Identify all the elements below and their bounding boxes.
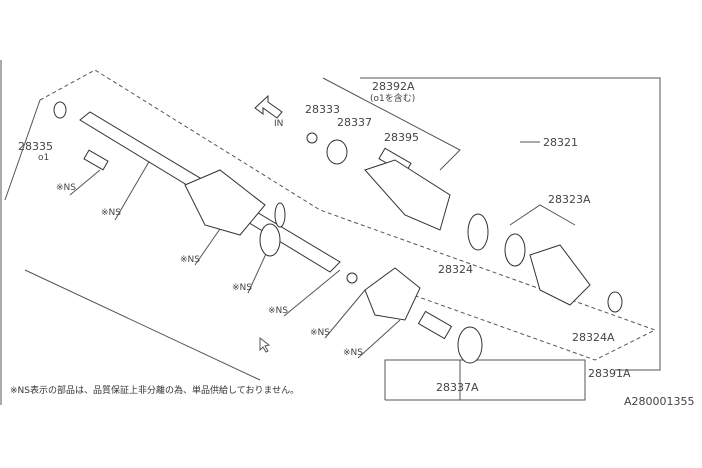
label-28391A: 28391A xyxy=(588,367,631,380)
washer-28337 xyxy=(326,139,348,165)
circlip-28335 xyxy=(53,101,67,119)
label-28395: 28395 xyxy=(384,131,419,144)
band-28324A xyxy=(607,291,623,313)
label-28337A: 28337A xyxy=(436,381,479,394)
outer-joint xyxy=(364,267,421,321)
washer-28337A xyxy=(457,326,483,364)
spline xyxy=(417,310,453,340)
diagram-id: A280001355 xyxy=(624,395,695,408)
label-28335: 28335 xyxy=(18,140,53,153)
label-28321: 28321 xyxy=(543,136,578,149)
band-28324 xyxy=(467,213,489,251)
label-28333: 28333 xyxy=(305,103,340,116)
footnote: ※NS表示の部品は、品質保証上非分離の為、単品供給しておりません。 xyxy=(10,384,299,396)
circlip-28333 xyxy=(306,132,318,144)
label-28324: 28324 xyxy=(438,263,473,276)
label-in: IN xyxy=(274,119,283,129)
assembly-outline xyxy=(39,69,657,361)
band-ns-2 xyxy=(274,202,286,228)
ns-mark: ※NS xyxy=(310,328,330,338)
cursor-arrow-icon xyxy=(259,336,271,353)
leader-28392A xyxy=(322,77,461,171)
ns-mark: ※NS xyxy=(56,183,76,193)
inner-joint-28392A xyxy=(364,159,451,231)
circlip-ns xyxy=(346,272,358,284)
boot-28323A xyxy=(529,244,591,306)
label-28392A-note: (o1を含む) xyxy=(370,92,415,104)
ns-mark: ※NS xyxy=(343,348,363,358)
in-direction-arrow-icon xyxy=(254,94,283,119)
ns-mark: ※NS xyxy=(101,208,121,218)
boot-inner xyxy=(184,169,266,236)
leader-28391A xyxy=(384,359,586,401)
damper-ns xyxy=(83,149,109,171)
leader-28323A xyxy=(509,204,576,226)
label-28392A: 28392A xyxy=(372,80,415,93)
band-28323A xyxy=(504,233,526,267)
label-o1: o1 xyxy=(38,153,49,163)
ns-mark: ※NS xyxy=(180,255,200,265)
label-28337: 28337 xyxy=(337,116,372,129)
label-28324A: 28324A xyxy=(572,331,615,344)
ns-mark: ※NS xyxy=(232,283,252,293)
leader-28321-frame xyxy=(360,77,661,371)
ns-mark: ※NS xyxy=(268,306,288,316)
label-28323A: 28323A xyxy=(548,193,591,206)
band-ns xyxy=(259,223,281,257)
